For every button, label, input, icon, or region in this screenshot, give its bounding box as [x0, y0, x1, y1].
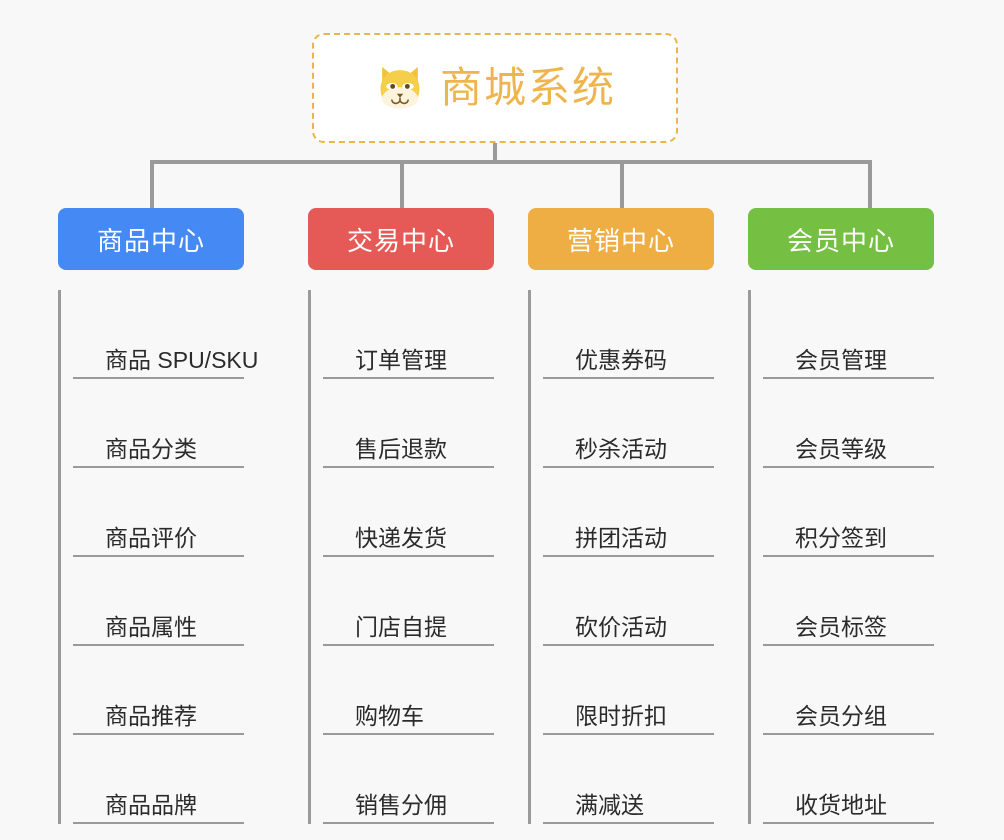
category-label: 会员中心: [786, 225, 895, 256]
category-header-3[interactable]: 营销中心: [528, 208, 714, 270]
leaf-label: 商品推荐: [105, 702, 197, 729]
leaf-list-2: 订单管理 售后退款 快递发货 门店自提 购物车 销售分佣: [308, 290, 494, 824]
leaf-label: 销售分佣: [355, 791, 447, 818]
leaf-label: 会员等级: [795, 435, 887, 462]
connector-drop-2: [400, 160, 404, 208]
leaf-label: 会员标签: [795, 613, 887, 640]
list-item[interactable]: 会员等级: [763, 379, 934, 468]
list-item[interactable]: 收货地址: [763, 735, 934, 824]
list-item[interactable]: 商品 SPU/SKU: [73, 290, 258, 379]
leaf-label: 会员管理: [795, 346, 887, 373]
root-node[interactable]: 商城系统: [312, 33, 678, 143]
leaf-label: 门店自提: [355, 613, 447, 640]
connector-drop-4: [868, 160, 872, 208]
category-header-1[interactable]: 商品中心: [58, 208, 244, 270]
branch-column-2: 交易中心 订单管理 售后退款 快递发货 门店自提 购物车 销售分佣: [308, 208, 494, 824]
leaf-label: 商品 SPU/SKU: [105, 346, 259, 373]
leaf-label: 满减送: [575, 791, 644, 818]
leaf-label: 拼团活动: [575, 524, 667, 551]
leaf-label: 会员分组: [795, 702, 887, 729]
leaf-list-4: 会员管理 会员等级 积分签到 会员标签 会员分组 收货地址: [748, 290, 934, 824]
category-header-2[interactable]: 交易中心: [308, 208, 494, 270]
list-item[interactable]: 限时折扣: [543, 646, 714, 735]
list-item[interactable]: 商品属性: [73, 557, 244, 646]
leaf-label: 收货地址: [795, 791, 887, 818]
leaf-label: 商品评价: [105, 524, 197, 551]
leaf-label: 快递发货: [355, 524, 447, 551]
leaf-label: 订单管理: [355, 346, 447, 373]
list-item[interactable]: 会员分组: [763, 646, 934, 735]
connector-stem: [493, 143, 497, 163]
list-item[interactable]: 销售分佣: [323, 735, 494, 824]
list-item[interactable]: 门店自提: [323, 557, 494, 646]
list-item[interactable]: 拼团活动: [543, 468, 714, 557]
connector-bus: [150, 160, 872, 164]
category-label: 营销中心: [566, 225, 675, 256]
leaf-list-1: 商品 SPU/SKU 商品分类 商品评价 商品属性 商品推荐 商品品牌: [58, 290, 258, 824]
leaf-label: 商品分类: [105, 435, 197, 462]
list-item[interactable]: 秒杀活动: [543, 379, 714, 468]
list-item[interactable]: 商品分类: [73, 379, 244, 468]
leaf-label: 商品属性: [105, 613, 197, 640]
leaf-label: 秒杀活动: [575, 435, 667, 462]
leaf-list-3: 优惠券码 秒杀活动 拼团活动 砍价活动 限时折扣 满减送: [528, 290, 714, 824]
leaf-label: 商品品牌: [105, 791, 197, 818]
list-item[interactable]: 订单管理: [323, 290, 494, 379]
leaf-label: 购物车: [355, 702, 424, 729]
leaf-label: 售后退款: [355, 435, 447, 462]
leaf-label: 积分签到: [795, 524, 887, 551]
list-item[interactable]: 商品评价: [73, 468, 244, 557]
leaf-label: 砍价活动: [575, 613, 667, 640]
list-item[interactable]: 优惠券码: [543, 290, 714, 379]
category-label: 交易中心: [346, 225, 455, 256]
list-item[interactable]: 会员管理: [763, 290, 934, 379]
list-item[interactable]: 商品品牌: [73, 735, 244, 824]
list-item[interactable]: 快递发货: [323, 468, 494, 557]
connector-drop-1: [150, 160, 154, 208]
root-title: 商城系统: [439, 64, 616, 111]
category-label: 商品中心: [96, 225, 205, 256]
shiba-dog-face-icon: [380, 66, 420, 109]
branch-column-4: 会员中心 会员管理 会员等级 积分签到 会员标签 会员分组 收货地址: [748, 208, 934, 824]
list-item[interactable]: 会员标签: [763, 557, 934, 646]
list-item[interactable]: 售后退款: [323, 379, 494, 468]
leaf-label: 优惠券码: [575, 346, 667, 373]
list-item[interactable]: 商品推荐: [73, 646, 244, 735]
list-item[interactable]: 砍价活动: [543, 557, 714, 646]
branch-column-3: 营销中心 优惠券码 秒杀活动 拼团活动 砍价活动 限时折扣 满减送: [528, 208, 714, 824]
list-item[interactable]: 满减送: [543, 735, 714, 824]
category-header-4[interactable]: 会员中心: [748, 208, 934, 270]
list-item[interactable]: 积分签到: [763, 468, 934, 557]
leaf-label: 限时折扣: [575, 702, 667, 729]
list-item[interactable]: 购物车: [323, 646, 494, 735]
connector-drop-3: [620, 160, 624, 208]
branch-column-1: 商品中心 商品 SPU/SKU 商品分类 商品评价 商品属性 商品推荐 商品品牌: [58, 208, 258, 824]
